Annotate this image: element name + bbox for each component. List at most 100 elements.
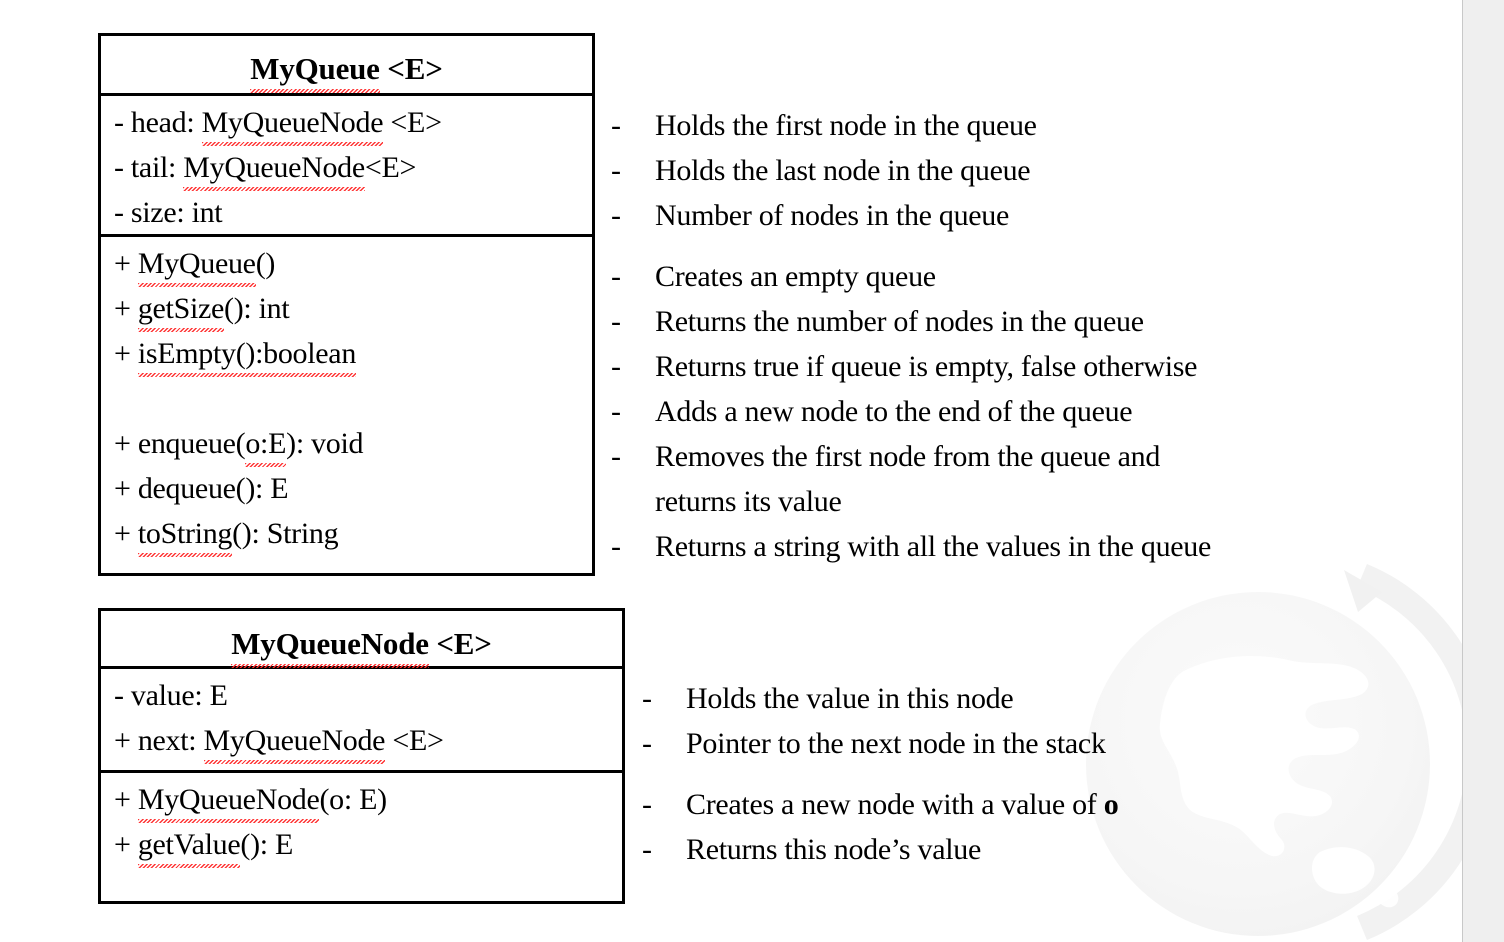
method-getsize-name: getSize (137, 286, 224, 332)
description-text: Holds the last node in the queue (655, 154, 1031, 187)
class-box-myqueue: MyQueue <E> - head: MyQueueNode <E> - ta… (98, 33, 595, 576)
description-text: Creates an empty queue (655, 260, 936, 293)
description-text: Removes the first node from the queue an… (655, 440, 1161, 473)
bullet-dash-icon: - (611, 305, 621, 338)
method-dequeue-text: + dequeue(): E (114, 472, 289, 505)
description-row: - Number of nodes in the queue (611, 193, 1401, 238)
description-row: - Creates an empty queue (611, 254, 1401, 299)
method-getvalue-prefix: + (114, 828, 138, 861)
attribute-size-text: - size: int (114, 196, 223, 229)
attribute-size: - size: int (101, 190, 592, 235)
method-enqueue-prefix: + enqueue( (114, 427, 246, 460)
method-myqueuenode-ctor-name: MyQueueNode (137, 777, 320, 823)
method-myqueue-ctor: + MyQueue() (101, 241, 592, 287)
method-myqueuenode-ctor-suffix: (o: E) (319, 783, 387, 816)
description-text: returns its value (655, 485, 842, 518)
method-isempty-prefix: + (114, 337, 138, 370)
description-text: Returns this node’s value (686, 833, 981, 866)
class-name-generic: <E> (379, 51, 443, 86)
bullet-dash-icon: - (611, 395, 621, 428)
page-edge-divider (1462, 0, 1463, 942)
description-row-continuation: returns its value (611, 479, 1401, 524)
attribute-tail-generic: <E> (364, 151, 417, 184)
descriptions-myqueue-attributes: - Holds the first node in the queue - Ho… (611, 103, 1401, 238)
description-row: - Creates a new node with a value of o (642, 782, 1402, 827)
method-getvalue: + getValue(): E (101, 822, 622, 868)
attribute-head-generic: <E> (383, 106, 442, 139)
descriptions-myqueuenode-attributes: - Holds the value in this node - Pointer… (642, 676, 1402, 766)
bullet-dash-icon: - (642, 788, 652, 821)
bullet-dash-icon: - (642, 682, 652, 715)
method-enqueue: + enqueue(o:E): void (101, 421, 592, 467)
method-myqueue-ctor-name: MyQueue (137, 241, 256, 287)
class-name-text: MyQueue (250, 46, 381, 93)
attribute-head: - head: MyQueueNode <E> (101, 100, 592, 146)
method-tostring-name: toString (137, 511, 232, 557)
class-box-myqueuenode: MyQueueNode <E> - value: E + next: MyQue… (98, 608, 625, 904)
method-getsize-suffix: (): int (224, 292, 290, 325)
method-enqueue-param: o:E (245, 421, 286, 467)
description-text: Adds a new node to the end of the queue (655, 395, 1133, 428)
method-spacer-line (101, 376, 592, 421)
attribute-next-type: MyQueueNode (203, 718, 385, 764)
description-row: - Holds the value in this node (642, 676, 1402, 721)
method-getsize-prefix: + (114, 292, 138, 325)
attribute-tail-type: MyQueueNode (183, 145, 365, 191)
method-tostring-prefix: + (114, 517, 138, 550)
compartment-attributes-myqueue: - head: MyQueueNode <E> - tail: MyQueueN… (101, 93, 592, 234)
compartment-attributes-myqueuenode: - value: E + next: MyQueueNode <E> (101, 666, 622, 770)
compartment-methods-myqueuenode: + MyQueueNode(o: E) + getValue(): E (101, 770, 622, 901)
attribute-next-generic: <E> (385, 724, 444, 757)
attribute-tail: - tail: MyQueueNode<E> (101, 145, 592, 191)
bullet-dash-icon: - (611, 109, 621, 142)
bullet-dash-icon: - (611, 154, 621, 187)
method-isempty-name: isEmpty():boolean (137, 331, 356, 377)
attribute-value-text: - value: E (114, 679, 228, 712)
attribute-next: + next: MyQueueNode <E> (101, 718, 622, 764)
method-enqueue-suffix: ): void (286, 427, 364, 460)
description-text: Returns true if queue is empty, false ot… (655, 350, 1198, 383)
class-name-text: MyQueueNode (231, 621, 429, 668)
bold-parameter-o: o (1103, 788, 1119, 821)
method-myqueue-ctor-prefix: + (114, 247, 138, 280)
bullet-dash-icon: - (642, 833, 652, 866)
attribute-head-prefix: - head: (114, 106, 202, 139)
compartment-methods-myqueue: + MyQueue() + getSize(): int + isEmpty()… (101, 234, 592, 570)
bullet-dash-icon: - (611, 199, 621, 232)
method-dequeue: + dequeue(): E (101, 466, 592, 511)
description-text: Returns the number of nodes in the queue (655, 305, 1144, 338)
description-text: Holds the value in this node (686, 682, 1014, 715)
description-row: - Pointer to the next node in the stack (642, 721, 1402, 766)
compartment-title-myqueuenode: MyQueueNode <E> (101, 611, 622, 668)
method-getvalue-suffix: (): E (240, 828, 294, 861)
method-getsize: + getSize(): int (101, 286, 592, 332)
description-row: - Returns true if queue is empty, false … (611, 344, 1401, 389)
descriptions-myqueue-methods: - Creates an empty queue - Returns the n… (611, 254, 1401, 569)
bullet-dash-icon: - (611, 260, 621, 293)
method-tostring-suffix: (): String (232, 517, 339, 550)
attribute-head-type: MyQueueNode (201, 100, 384, 146)
bullet-dash-icon: - (611, 440, 621, 473)
bullet-dash-icon: - (642, 727, 652, 760)
method-tostring: + toString(): String (101, 511, 592, 557)
attribute-value: - value: E (101, 673, 622, 718)
description-text: Number of nodes in the queue (655, 199, 1010, 232)
compartment-title-myqueue: MyQueue <E> (101, 36, 592, 93)
method-myqueuenode-ctor-prefix: + (114, 783, 138, 816)
description-row: - Removes the first node from the queue … (611, 434, 1401, 479)
attribute-tail-prefix: - tail: (114, 151, 184, 184)
description-row: - Returns this node’s value (642, 827, 1402, 872)
attribute-next-prefix: + next: (114, 724, 204, 757)
description-row: - Returns the number of nodes in the que… (611, 299, 1401, 344)
description-row: - Adds a new node to the end of the queu… (611, 389, 1401, 434)
slide-canvas: MyQueue <E> - head: MyQueueNode <E> - ta… (98, 33, 1462, 941)
method-isempty: + isEmpty():boolean (101, 331, 592, 377)
description-row: - Holds the first node in the queue (611, 103, 1401, 148)
method-getvalue-name: getValue (137, 822, 241, 868)
description-row: - Holds the last node in the queue (611, 148, 1401, 193)
description-text: Returns a string with all the values in … (655, 530, 1212, 563)
bullet-dash-icon: - (611, 350, 621, 383)
description-row: - Returns a string with all the values i… (611, 524, 1401, 569)
class-name-generic: <E> (428, 626, 492, 661)
bullet-dash-icon: - (611, 530, 621, 563)
